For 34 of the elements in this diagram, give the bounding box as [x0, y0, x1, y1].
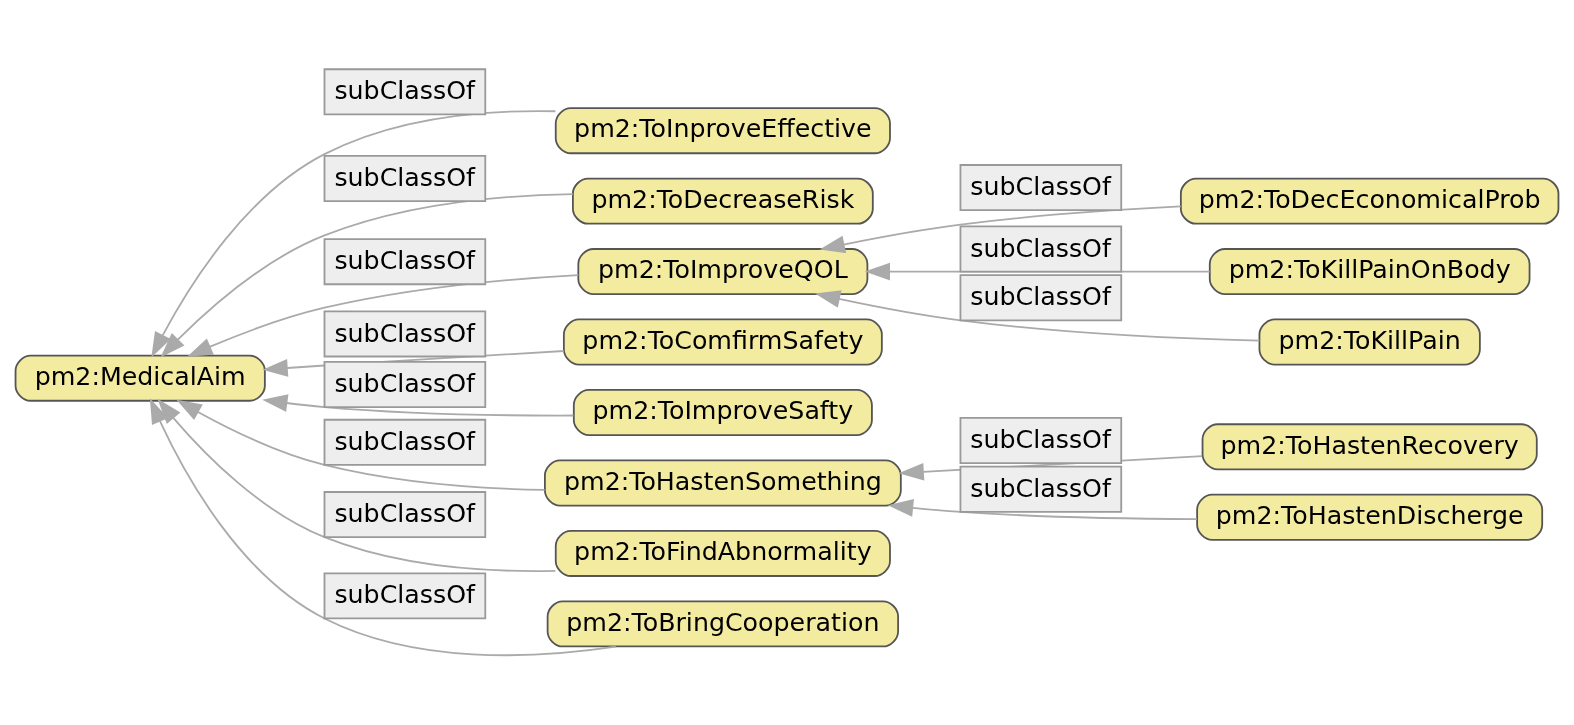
edge-label: subClassOf	[970, 172, 1111, 202]
edge-label: subClassOf	[334, 246, 475, 276]
node-box: pm2:ToInproveEffective	[554, 107, 891, 155]
arrow	[887, 499, 1198, 521]
node-box: pm2:ToFindAbnormality	[554, 529, 891, 577]
node-box: pm2:ToKillPain	[1258, 318, 1481, 366]
node-box: pm2:ToHastenRecovery	[1201, 423, 1538, 471]
arrow	[814, 290, 1261, 342]
arrow	[819, 205, 1182, 254]
edge-label: subClassOf	[970, 473, 1111, 503]
node-box: pm2:ToKillPainOnBody	[1208, 248, 1531, 296]
node-box: pm2:ToImproveQOL	[577, 248, 869, 296]
node-box: pm2:ToDecEconomicalProb	[1179, 177, 1560, 225]
node-box: pm2:ToImproveSafty	[572, 389, 873, 436]
node-box: pm2:ToHastenDischerge	[1196, 493, 1544, 541]
node-box: pm2:MedicalAim	[14, 354, 266, 402]
edge-label: subClassOf	[970, 425, 1111, 455]
edge-label: subClassOf	[334, 318, 475, 348]
edge-label: subClassOf	[334, 580, 475, 610]
edge-label: subClassOf	[334, 76, 475, 106]
arrow	[176, 399, 546, 491]
node-box: pm2:ToHastenSomething	[544, 459, 902, 507]
node-box: pm2:ToBringCooperation	[546, 600, 899, 648]
arrow	[149, 398, 617, 657]
node-box: pm2:ToComfirmSafety	[562, 318, 883, 366]
edge-label: subClassOf	[970, 233, 1111, 263]
node-box: pm2:ToDecreaseRisk	[572, 177, 874, 225]
edge-label: subClassOf	[334, 369, 475, 399]
arrow	[262, 394, 575, 417]
edge-label: subClassOf	[970, 282, 1111, 312]
edge-label: subClassOf	[334, 163, 475, 193]
edge-label: subClassOf	[334, 499, 475, 529]
edge-label: subClassOf	[334, 426, 475, 456]
arrow	[157, 398, 557, 572]
